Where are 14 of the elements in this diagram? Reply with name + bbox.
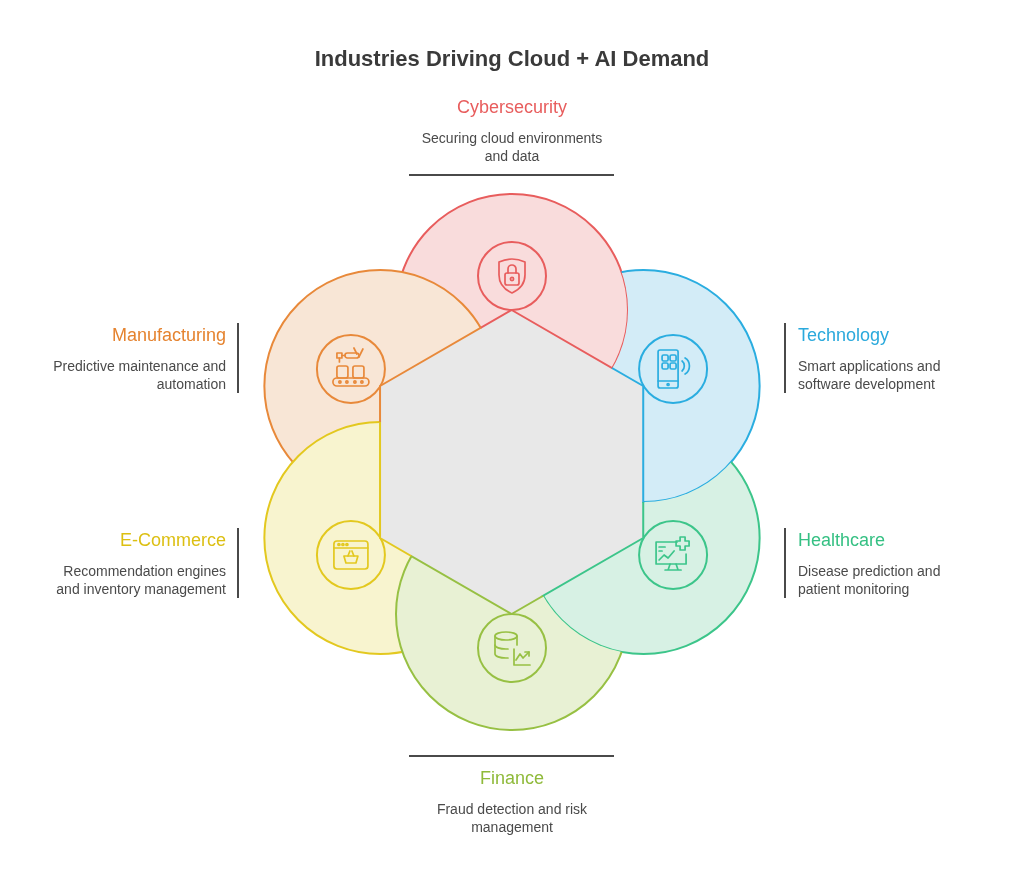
center-hexagon (378, 308, 646, 616)
segment-title: Manufacturing (111, 324, 226, 346)
segment-title: Cybersecurity (457, 96, 567, 118)
segment-description: Fraud detection and risk management (435, 800, 589, 836)
diagram-title: Industries Driving Cloud + AI Demand (314, 45, 710, 73)
segment-description: Securing cloud environments and data (420, 129, 604, 165)
segment-description: Smart applications and software development (798, 357, 942, 393)
segment-description: Disease prediction and patient monitoring (798, 562, 942, 598)
segment-title: Finance (480, 767, 544, 789)
segment-title: Technology (798, 324, 890, 346)
segment-description: Predictive maintenance and automation (52, 357, 226, 393)
segment-title: Healthcare (798, 529, 886, 551)
segment-title: E-Commerce (120, 529, 226, 551)
segment-description: Recommendation engines and inventory management (55, 562, 226, 598)
